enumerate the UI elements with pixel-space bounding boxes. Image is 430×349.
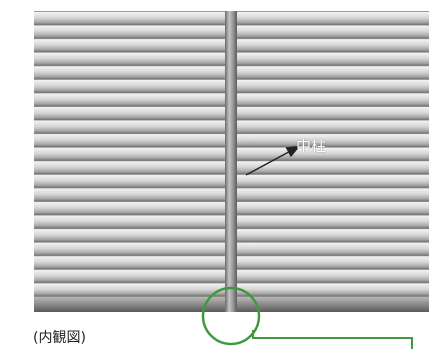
- shutter-slat: [34, 120, 225, 134]
- shutter-slat: [237, 52, 429, 66]
- shutter-slat: [237, 188, 429, 202]
- shutter-slat: [34, 174, 225, 188]
- shutter-slat: [237, 107, 429, 120]
- shutter-slat: [34, 229, 225, 243]
- shutter-slat: [34, 52, 225, 66]
- shutter-slat: [34, 161, 225, 175]
- shutter-slat: [237, 25, 429, 39]
- shutter-slat: [237, 12, 429, 25]
- shutter-slat: [34, 25, 225, 39]
- shutter-slat: [237, 147, 429, 161]
- shutter-slat: [34, 134, 225, 148]
- shutter-slat: [34, 215, 225, 229]
- shutter-slat: [34, 107, 225, 120]
- shutter-slat: [34, 79, 225, 93]
- shutter-slat: [237, 39, 429, 53]
- shutter-slat: [237, 134, 429, 148]
- shutter-slat: [34, 256, 225, 270]
- left-shutter-panel: [34, 12, 225, 297]
- shutter-slat: [34, 147, 225, 161]
- center-post-arrow: [245, 145, 301, 176]
- shutter-slat: [34, 269, 225, 283]
- shutter-slat: [237, 93, 429, 107]
- shutter-slat: [237, 283, 429, 297]
- shutter-slat: [237, 66, 429, 80]
- shutter-slat: [237, 202, 429, 215]
- shutter-slat: [237, 269, 429, 283]
- shutter-slat: [237, 174, 429, 188]
- shutter-slat: [237, 120, 429, 134]
- shutter-slat: [34, 66, 225, 80]
- shutter-slat: [34, 39, 225, 53]
- shutter-slat: [237, 161, 429, 175]
- shutter-slat: [237, 79, 429, 93]
- shutter-slat: [237, 242, 429, 256]
- shutter-slat: [34, 12, 225, 25]
- shutter-slat: [237, 256, 429, 270]
- shutter-slat: [34, 242, 225, 256]
- shutter-slat: [237, 215, 429, 229]
- shutter-slat: [34, 93, 225, 107]
- center-post-label: 中柱: [296, 137, 327, 155]
- center-post: [225, 11, 237, 312]
- shutter-slat: [34, 188, 225, 202]
- detail-circle: [201, 286, 261, 346]
- inner-view-label: (内観図): [33, 330, 86, 346]
- right-shutter-panel: [237, 12, 429, 297]
- shutter-slat: [34, 283, 225, 297]
- shutter-slat: [34, 202, 225, 215]
- shutter-slat: [237, 229, 429, 243]
- callout-line: [252, 330, 413, 349]
